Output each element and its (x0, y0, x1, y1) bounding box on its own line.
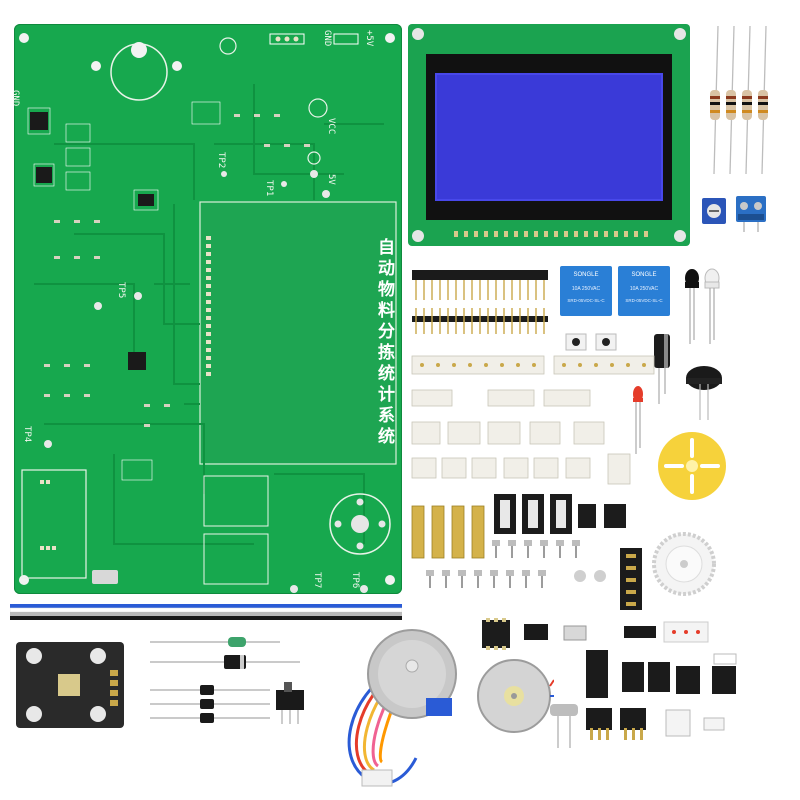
stepper-motor-icon (347, 629, 457, 787)
red-led (633, 386, 643, 454)
dip-sockets (494, 494, 626, 534)
pcb-title-text: 自动物料分拣统计系统 (374, 238, 394, 448)
ribbon-cable (10, 604, 402, 620)
silk-tp4: TP4 (22, 426, 32, 443)
silk-tp1: TP1 (264, 180, 274, 197)
silk-tp7: TP7 (312, 572, 322, 589)
axial-components (150, 637, 304, 724)
pcb-artwork (19, 33, 397, 593)
silk-tp5: TP5 (116, 282, 126, 299)
silk-gnd-top: GND (322, 30, 332, 47)
relay-1-model: SRD-05VDC-SL-C (567, 298, 605, 303)
main-pcb: GND +5V GND VCC 5V TP1 TP2 TP4 TP5 TP6 T… (10, 24, 402, 594)
lcd-module (408, 24, 690, 246)
angled-header (620, 548, 642, 610)
relay-2-rating: 10A 250VAC (629, 286, 659, 292)
electrolytic-capacitor (654, 334, 670, 404)
push-buttons (565, 333, 617, 351)
relay-1: SONGLE 10A 250VAC SRD-05VDC-SL-C (560, 266, 612, 316)
relay-1-rating: 10A 250VAC (571, 286, 601, 292)
crystal (550, 704, 578, 748)
silk-gnd-left: GND (10, 90, 20, 107)
dc-motor-icon (477, 659, 554, 733)
ic-socket-chip-usb (482, 618, 587, 650)
silk-tp6: TP6 (350, 572, 360, 589)
white-connectors (411, 355, 655, 485)
brass-standoffs (411, 505, 485, 559)
silk-5v: 5V (326, 174, 336, 185)
tcs-color-sensor-module-icon (16, 642, 124, 728)
misc-lower-parts (586, 621, 737, 740)
ir-leds (685, 268, 720, 344)
silk-vcc-top: +5V (364, 30, 374, 47)
relay-2: SONGLE 10A 250VAC SRD-05VDC-SL-C (618, 266, 670, 316)
yellow-sorting-wheel (658, 432, 726, 500)
trimpot-and-terminal (702, 196, 766, 232)
relay-2-model: SRD-05VDC-SL-C (625, 298, 663, 303)
gear-icon (652, 532, 716, 596)
pin-headers (412, 270, 548, 334)
resistors (710, 26, 768, 175)
screws-and-nuts (426, 540, 606, 588)
relay-1-brand: SONGLE (573, 272, 599, 278)
buzzer-icon (686, 366, 722, 420)
silk-tp2: TP2 (216, 152, 226, 169)
silk-vcc: VCC (326, 118, 336, 135)
relay-2-brand: SONGLE (631, 272, 657, 278)
